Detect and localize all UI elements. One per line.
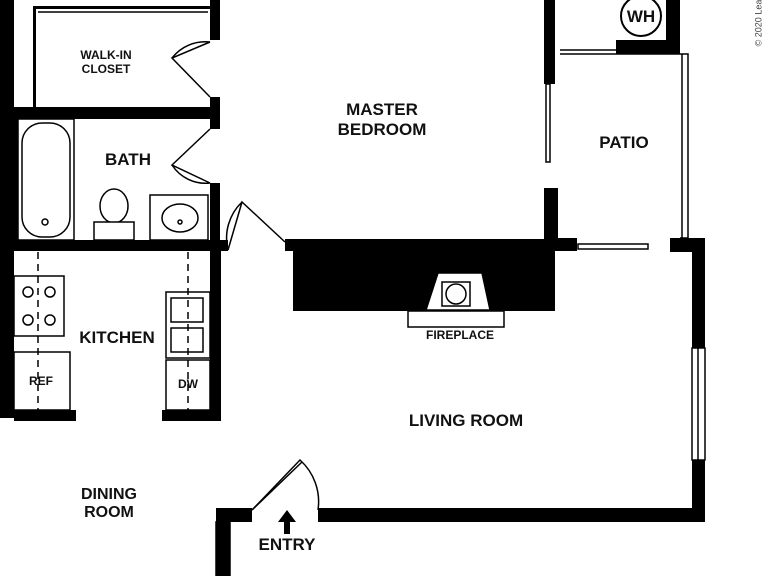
bathtub-inner	[21, 122, 71, 238]
wall-living-bottom	[318, 508, 705, 522]
room-label-bath: BATH	[105, 150, 151, 169]
wall-living-right-upper	[692, 238, 705, 348]
sliding-door-left	[545, 83, 551, 163]
wall-left-upper	[0, 0, 14, 252]
bath-sink	[161, 203, 199, 233]
entry-arrow-icon	[278, 510, 296, 534]
doors	[170, 40, 320, 511]
water-heater-circle	[620, 0, 662, 37]
fixture-label-fireplace: FIREPLACE	[425, 328, 494, 342]
fireplace-hearth	[407, 310, 505, 328]
room-label-patio: PATIO	[599, 133, 649, 152]
tub-drain	[41, 218, 49, 226]
wall-bath-left	[14, 119, 18, 241]
room-label-living-room: LIVING ROOM	[408, 411, 524, 430]
burner-2	[44, 286, 56, 298]
burner-1	[22, 286, 34, 298]
bath-fixtures	[17, 118, 209, 241]
toilet-tank	[93, 221, 135, 241]
fireplace-block	[293, 249, 555, 311]
wall-kitchen-bottom-left	[14, 410, 76, 421]
closet-door	[170, 40, 211, 98]
burner-3	[22, 314, 34, 326]
fireplace	[407, 272, 505, 328]
wall-bath-right-low	[210, 183, 220, 253]
fixture-label-dishwasher: DW	[178, 377, 198, 391]
refrigerator	[13, 351, 71, 411]
closet-top-line	[35, 6, 210, 9]
room-label-walk-in-closet: WALK-IN CLOSET	[80, 48, 132, 76]
entry-label: ENTRY	[258, 535, 316, 554]
fixture-label-refrigerator: REF	[29, 374, 53, 388]
burner-4	[44, 314, 56, 326]
wall-wh-left	[544, 0, 555, 48]
counter-lines	[37, 252, 189, 410]
outlines	[38, 11, 706, 576]
entry-door	[251, 458, 320, 511]
wall-living-right-lower	[692, 460, 705, 522]
room-label-master-bedroom: MASTER BEDROOM	[337, 100, 427, 139]
sliding-door-bottom	[577, 243, 649, 250]
wall-bedroom-living	[285, 239, 555, 251]
bath-sink-drain	[177, 219, 183, 225]
bedroom-door	[225, 200, 286, 251]
wall-closet-right-top	[210, 0, 220, 40]
walls	[0, 0, 705, 576]
wall-wh-bottom	[616, 40, 666, 54]
wall-wh-right	[666, 0, 680, 54]
bath-door	[170, 128, 211, 184]
fixture-label-water-heater: WH	[626, 7, 656, 26]
wall-patio-bottom-left	[555, 238, 577, 251]
wall-kitchen-bottom-right	[162, 410, 221, 421]
wall-left-lower	[0, 252, 14, 418]
wall-kitchen-right	[210, 251, 221, 421]
copyright-notice: © 2020 Lea	[753, 0, 764, 47]
wall-closet-bath	[14, 107, 220, 119]
sink-basin-1	[170, 297, 204, 323]
wall-bath-bottom	[14, 240, 228, 251]
patio-outline	[560, 53, 689, 239]
sink-basin-2	[170, 327, 204, 353]
room-label-kitchen: KITCHEN	[79, 328, 155, 347]
wall-bedroom-right-bottom	[544, 188, 558, 250]
stove	[13, 275, 65, 337]
toilet-bowl	[99, 188, 129, 224]
room-label-dining-room: DINING ROOM	[81, 486, 137, 522]
wall-closet-right-mid	[210, 97, 220, 129]
closet-left-line	[33, 6, 36, 108]
